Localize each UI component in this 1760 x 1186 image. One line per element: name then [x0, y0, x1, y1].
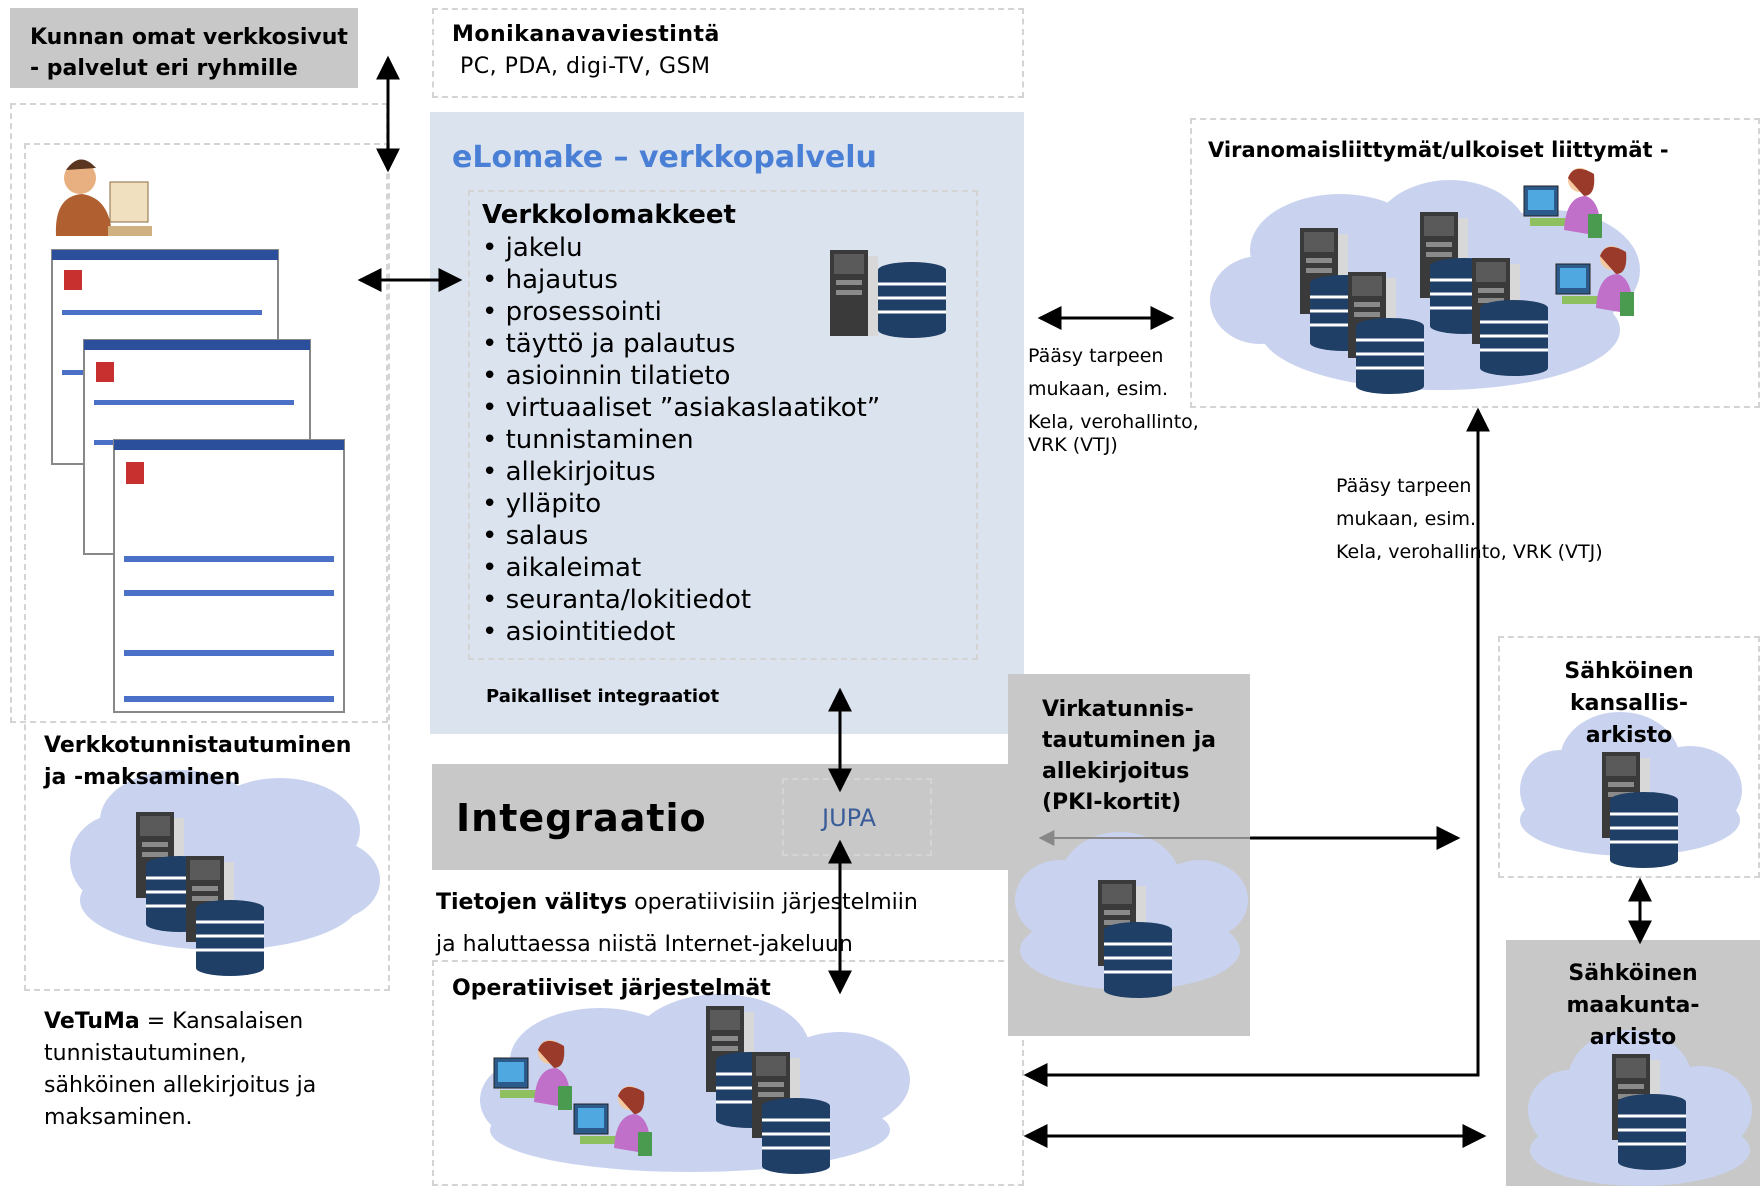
municipal-web-line2: - palvelut eri ryhmille [30, 56, 298, 81]
municipal-outer-frame [10, 103, 388, 723]
operative-title: Operatiiviset järjestelmät [452, 976, 771, 1001]
access-note-2-line1: Pääsy tarpeen [1336, 475, 1472, 497]
vetuma-description: VeTuMa = Kansalaisen tunnistautuminen, s… [44, 1006, 316, 1134]
national-archive-box [1498, 636, 1760, 878]
vetuma-abbr: VeTuMa [44, 1009, 140, 1034]
data-transfer-text: Tietojen välitys operatiivisiin järjeste… [436, 882, 918, 966]
regional-archive-title: Sähköinen maakunta- arkisto [1506, 958, 1760, 1054]
regional-archive-line3: arkisto [1589, 1025, 1677, 1050]
regional-archive-line1: Sähköinen [1568, 961, 1698, 986]
office-worker-clipart [55, 159, 152, 236]
access-note-2-line3: Kela, verohallinto, VRK (VTJ) [1336, 541, 1603, 563]
feature-item: • aikaleimat [482, 553, 642, 583]
integration-box [432, 764, 1024, 870]
access-note-1-line3: Kela, verohallinto, [1028, 411, 1199, 433]
integration-title: Integraatio [456, 796, 707, 840]
data-transfer-line2: ja haluttaessa niistä Internet-jakeluun [436, 932, 853, 957]
feature-item: • täyttö ja palautus [482, 329, 736, 359]
national-archive-title: Sähköinen kansallis- arkisto [1498, 656, 1760, 752]
web-auth-line2: ja -maksaminen [44, 765, 241, 790]
access-note-2: Pääsy tarpeen mukaan, esim. Kela, veroha… [1336, 470, 1603, 569]
multichannel-devices: PC, PDA, digi-TV, GSM [460, 54, 711, 79]
operative-box [432, 960, 1024, 1186]
features-list: • jakelu • hajautus • prosessointi • täy… [482, 232, 880, 648]
vetuma-line1: = Kansalaisen [139, 1009, 304, 1034]
jupa-box [782, 778, 932, 856]
access-note-1: Pääsy tarpeen mukaan, esim. Kela, veroha… [1028, 340, 1199, 462]
national-archive-line1: Sähköinen [1564, 659, 1694, 684]
elomake-title: eLomake – verkkopalvelu [452, 140, 877, 175]
feature-item: • asiointitiedot [482, 617, 676, 647]
feature-item: • seuranta/lokitiedot [482, 585, 752, 615]
access-note-1-line4: VRK (VTJ) [1028, 434, 1118, 456]
authorities-box [1190, 118, 1760, 408]
municipal-web-title: Kunnan omat verkkosivut - palvelut eri r… [30, 22, 348, 84]
national-archive-line2: kansallis- [1570, 691, 1688, 716]
authorities-title: Viranomaisliittymät/ulkoiset liittymät - [1208, 138, 1669, 162]
feature-item: • salaus [482, 521, 589, 551]
multichannel-title: Monikanavaviestintä [452, 22, 720, 47]
elomake-box [430, 112, 1024, 734]
official-auth-line2: tautuminen ja [1042, 728, 1216, 753]
data-transfer-bold: Tietojen välitys [436, 890, 628, 915]
data-transfer-rest: operatiivisiin järjestelmiin [627, 890, 918, 915]
access-note-1-line1: Pääsy tarpeen [1028, 345, 1164, 367]
feature-item: • hajautus [482, 265, 618, 295]
web-auth-frame [24, 143, 390, 991]
feature-item: • ylläpito [482, 489, 602, 519]
web-auth-line1: Verkkotunnistautuminen [44, 733, 352, 758]
official-auth-line3: allekirjoitus [1042, 759, 1190, 784]
forms-title: Verkkolomakkeet [482, 200, 736, 230]
form-screenshots [51, 249, 345, 713]
vetuma-line3: sähköinen allekirjoitus ja [44, 1073, 317, 1098]
official-auth-line4: (PKI-kortit) [1042, 790, 1182, 815]
regional-archive-line2: maakunta- [1566, 993, 1700, 1018]
national-archive-line3: arkisto [1585, 723, 1673, 748]
feature-item: • allekirjoitus [482, 457, 656, 487]
feature-item: • prosessointi [482, 297, 662, 327]
vetuma-line2: tunnistautuminen, [44, 1041, 247, 1066]
feature-item: • asioinnin tilatieto [482, 361, 731, 391]
access-note-1-line2: mukaan, esim. [1028, 378, 1169, 400]
feature-item: • virtuaaliset ”asiakaslaatikot” [482, 393, 881, 423]
feature-item: • jakelu [482, 233, 583, 263]
official-auth-line1: Virkatunnis- [1042, 697, 1194, 722]
municipal-web-line1: Kunnan omat verkkosivut [30, 25, 348, 50]
web-auth-title: Verkkotunnistautuminen ja -maksaminen [44, 730, 351, 794]
official-auth-title: Virkatunnis- tautuminen ja allekirjoitus… [1042, 694, 1216, 818]
local-integrations-label: Paikalliset integraatiot [486, 686, 720, 707]
access-note-2-line2: mukaan, esim. [1336, 508, 1477, 530]
forms-inner-frame [468, 190, 978, 660]
jupa-label: JUPA [822, 804, 876, 832]
vetuma-line4: maksaminen. [44, 1105, 193, 1130]
feature-item: • tunnistaminen [482, 425, 694, 455]
municipal-web-box [10, 8, 358, 88]
multichannel-box [432, 8, 1024, 98]
